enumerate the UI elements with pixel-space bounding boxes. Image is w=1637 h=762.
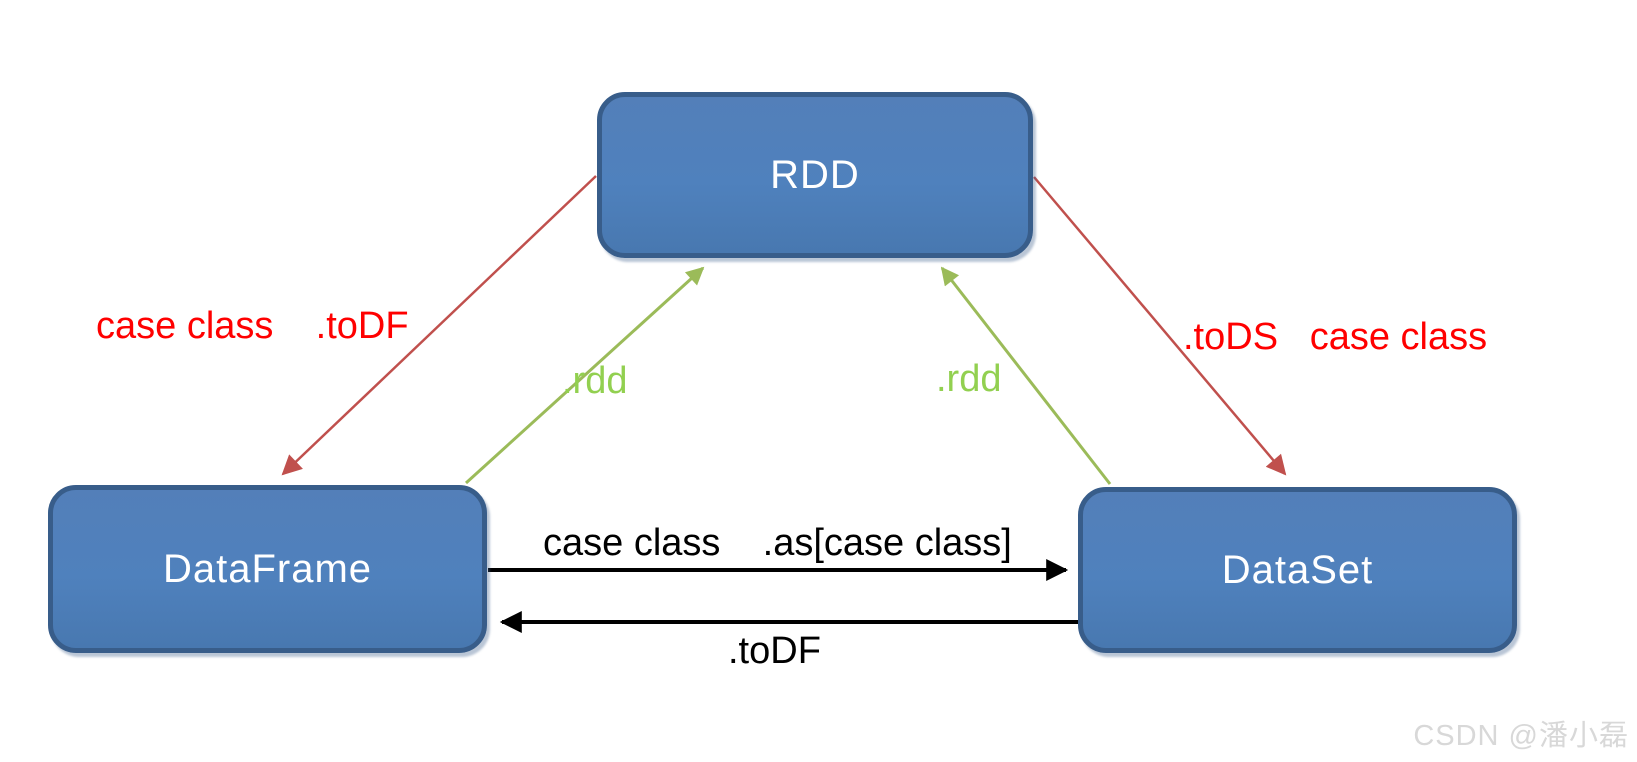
edge-label-dataframe-to-dataset: case class .as[case class] (543, 522, 1012, 564)
edge-label-rdd-to-dataframe: case class .toDF (96, 305, 409, 347)
node-rdd: RDD (597, 92, 1033, 258)
arrow-dataset-to-rdd (940, 266, 1112, 485)
node-dataframe: DataFrame (48, 485, 487, 653)
edge-label-dataset-to-dataframe: .toDF (728, 630, 821, 672)
node-dataset: DataSet (1078, 487, 1517, 653)
arrow-dataframe-to-rdd (464, 266, 705, 485)
edge-label-rdd-to-dataset: .toDS case class (1183, 316, 1488, 358)
edge-label-dataset-to-rdd: .rdd (936, 358, 1002, 400)
node-dataframe-label: DataFrame (162, 546, 373, 591)
node-dataset-label: DataSet (1221, 547, 1374, 592)
watermark: CSDN @潘小磊 (1413, 720, 1629, 752)
arrow-rdd-to-dataset (1033, 176, 1287, 476)
edge-label-dataframe-to-rdd: .rdd (562, 360, 628, 402)
node-rdd-label: RDD (770, 152, 860, 197)
arrow-rdd-to-dataframe (281, 175, 597, 476)
